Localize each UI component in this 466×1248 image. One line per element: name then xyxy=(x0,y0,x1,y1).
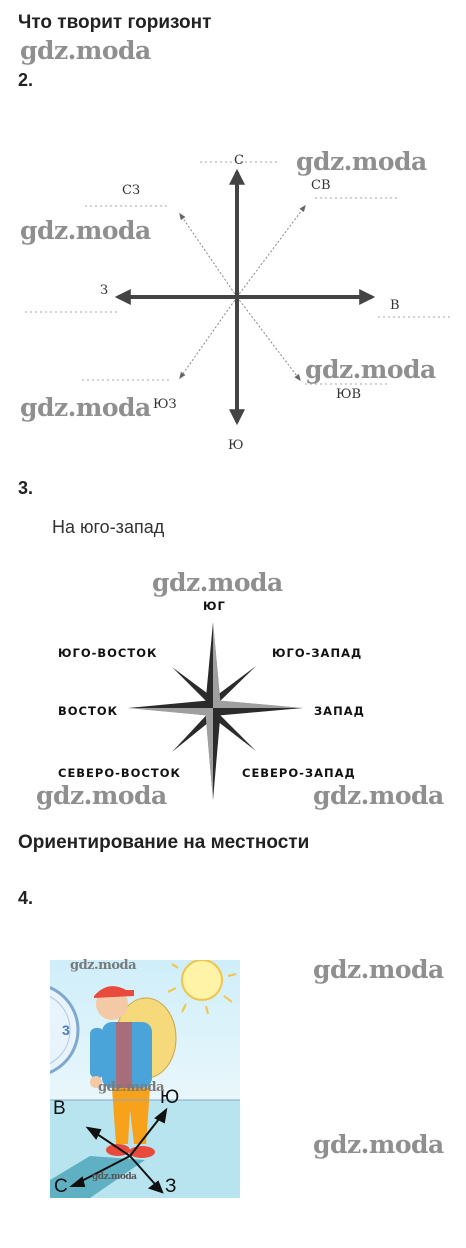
watermark: gdz.moda xyxy=(313,1130,444,1159)
direction-label-south: С xyxy=(54,1176,68,1197)
watermark: gdz.moda xyxy=(296,147,427,176)
watermark: gdz.moda xyxy=(98,1080,165,1095)
answer-text: На юго-запад xyxy=(52,517,165,537)
label-north: С xyxy=(234,153,244,168)
clock-digit: 3 xyxy=(62,1022,70,1038)
watermark: gdz.moda xyxy=(36,781,167,810)
rose-label-lower-right: СЕВЕРО-ЗАПАД xyxy=(242,766,356,780)
label-southeast: ЮВ xyxy=(336,387,362,402)
diagonal-arrow-nw xyxy=(179,212,238,298)
rose-label-top: ЮГ xyxy=(203,599,226,613)
label-southwest: ЮЗ xyxy=(153,397,177,412)
direction-label-east: Ю xyxy=(160,1087,180,1108)
watermark: gdz.moda xyxy=(152,568,283,597)
label-west: З xyxy=(100,283,109,298)
section-title: Ориентирование на местности xyxy=(18,832,310,853)
sun-icon xyxy=(167,960,237,1015)
watermark: gdz.moda xyxy=(313,781,444,810)
task-number: 2. xyxy=(18,70,34,90)
clock-icon xyxy=(50,986,80,1074)
label-east: В xyxy=(390,298,400,313)
label-south: Ю xyxy=(228,438,244,453)
diagonal-arrow-ne xyxy=(236,204,306,298)
diagonal-arrow-se xyxy=(236,296,301,382)
section-title: Что творит горизонт xyxy=(18,12,212,33)
watermark: gdz.moda xyxy=(92,1172,137,1182)
rose-label-lower-left: СЕВЕРО-ВОСТОК xyxy=(58,766,181,780)
direction-label-west: В xyxy=(53,1098,66,1119)
task-number: 4. xyxy=(18,888,34,908)
label-northwest: СЗ xyxy=(122,183,141,198)
rose-label-upper-left: ЮГО-ВОСТОК xyxy=(58,646,158,660)
watermark: gdz.moda xyxy=(313,955,444,984)
direction-label-north: З xyxy=(165,1176,177,1197)
task-number: 3. xyxy=(18,478,34,498)
rose-label-right: ЗАПАД xyxy=(314,704,365,718)
compass-rose-star xyxy=(128,622,303,800)
watermark: gdz.moda xyxy=(305,355,436,384)
hiker-illustration xyxy=(50,960,240,1198)
compass-cross-diagram xyxy=(25,161,450,426)
watermark: gdz.moda xyxy=(70,958,137,973)
watermark: gdz.moda xyxy=(20,216,151,245)
rose-label-left: ВОСТОК xyxy=(58,704,119,718)
label-northeast: СВ xyxy=(311,178,331,193)
diagonal-arrow-sw xyxy=(179,296,238,380)
watermark: gdz.moda xyxy=(20,36,151,65)
watermark: gdz.moda xyxy=(20,393,151,422)
rose-label-upper-right: ЮГО-ЗАПАД xyxy=(272,646,363,660)
